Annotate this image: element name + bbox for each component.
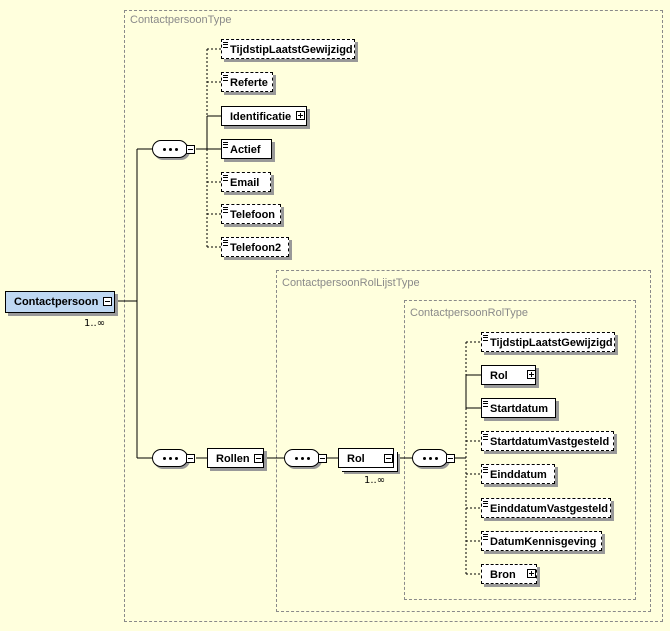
- element-startdatum-vastgesteld[interactable]: StartdatumVastgesteld: [481, 431, 614, 451]
- element-actief[interactable]: Actief: [221, 139, 272, 159]
- element-einddatum[interactable]: Einddatum: [481, 464, 555, 484]
- rol-cardinality: 1..∞: [364, 475, 386, 486]
- contactpersoon-type-label: ContactpersoonType: [130, 14, 232, 26]
- root-element-contactpersoon[interactable]: Contactpersoon: [5, 291, 115, 313]
- element-datum-kennisgeving[interactable]: DatumKennisgeving: [481, 531, 602, 551]
- rol-lijst-type-label: ContactpersoonRolLijstType: [282, 277, 420, 289]
- text-content-icon: [483, 401, 488, 407]
- rol-code-expand-icon[interactable]: [527, 370, 536, 379]
- rollen-collapse-icon[interactable]: [254, 454, 263, 463]
- sequence-compositor-rollen: [152, 449, 188, 467]
- element-identificatie[interactable]: Identificatie: [221, 106, 307, 126]
- rol-lijst-type-box: [276, 270, 651, 612]
- text-content-icon: [223, 207, 228, 213]
- element-rollen[interactable]: Rollen: [207, 448, 264, 468]
- element-rol-tijdstip-laatst-gewijzigd[interactable]: TijdstipLaatstGewijzigd: [481, 332, 615, 352]
- rol-collapse-icon[interactable]: [384, 454, 393, 463]
- identificatie-expand-icon[interactable]: [296, 111, 305, 120]
- rol-type-label: ContactpersoonRolType: [410, 307, 529, 319]
- sequence-compositor-rol-lijst: [284, 449, 320, 467]
- text-content-icon: [483, 534, 488, 540]
- text-content-icon: [223, 240, 228, 246]
- element-einddatum-vastgesteld[interactable]: EinddatumVastgesteld: [481, 498, 611, 518]
- root-cardinality: 1..∞: [84, 318, 106, 329]
- rol-type-box: [404, 300, 636, 600]
- sequence-compositor-contact: [152, 140, 188, 158]
- bron-expand-icon[interactable]: [527, 569, 536, 578]
- text-content-icon: [483, 434, 488, 440]
- element-rol-code[interactable]: Rol: [481, 365, 536, 385]
- sequence-collapse-icon[interactable]: [318, 454, 327, 463]
- element-referte[interactable]: Referte: [221, 72, 273, 92]
- element-tijdstip-laatst-gewijzigd[interactable]: TijdstipLaatstGewijzigd: [221, 39, 355, 59]
- root-collapse-icon[interactable]: [103, 297, 112, 306]
- sequence-collapse-icon[interactable]: [186, 454, 195, 463]
- sequence-collapse-icon[interactable]: [446, 454, 455, 463]
- text-content-icon: [223, 175, 228, 181]
- root-label: Contactpersoon: [14, 296, 99, 308]
- element-startdatum[interactable]: Startdatum: [481, 398, 556, 418]
- element-rol-repeating[interactable]: Rol: [338, 448, 394, 468]
- element-bron[interactable]: Bron: [481, 564, 537, 584]
- text-content-icon: [223, 75, 228, 81]
- element-email[interactable]: Email: [221, 172, 271, 192]
- text-content-icon: [483, 501, 488, 507]
- element-telefoon2[interactable]: Telefoon2: [221, 237, 289, 257]
- contactpersoon-type-box: [124, 10, 663, 622]
- text-content-icon: [223, 42, 228, 48]
- text-content-icon: [483, 467, 488, 473]
- text-content-icon: [483, 335, 488, 341]
- sequence-compositor-rol: [412, 449, 448, 467]
- element-telefoon[interactable]: Telefoon: [221, 204, 281, 224]
- sequence-collapse-icon[interactable]: [186, 145, 195, 154]
- text-content-icon: [223, 142, 228, 148]
